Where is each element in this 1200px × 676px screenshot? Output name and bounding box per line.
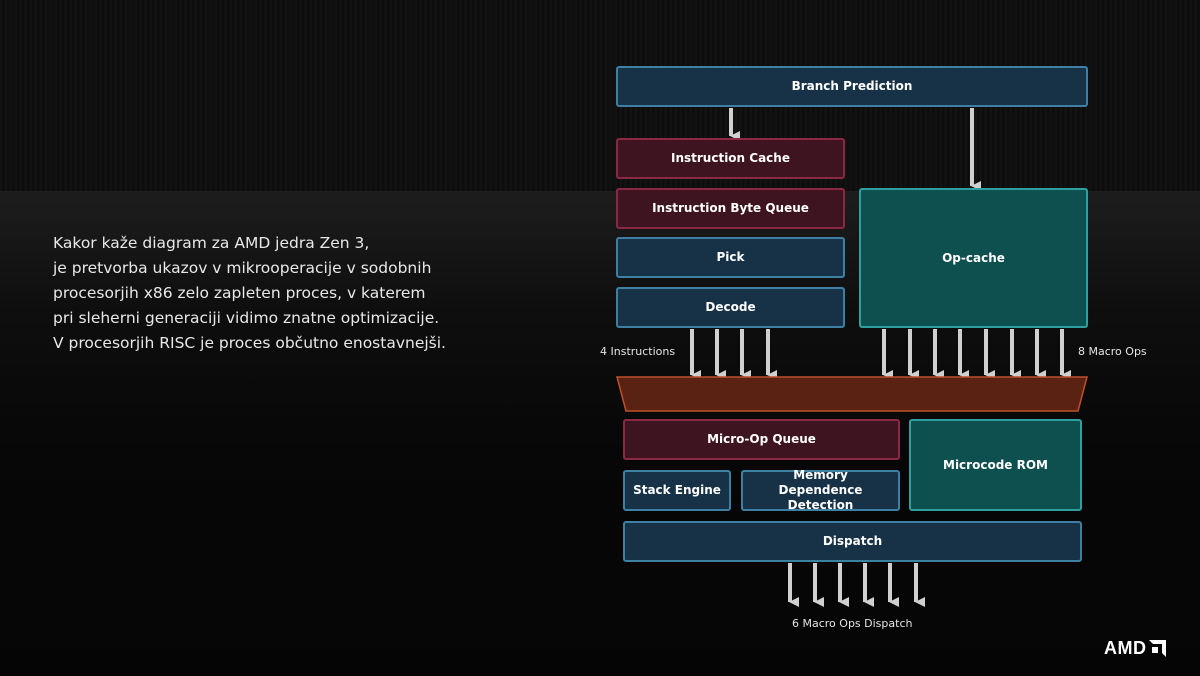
decode-box: Decode: [616, 287, 845, 328]
branch-prediction-label: Branch Prediction: [791, 79, 913, 93]
macro-op-mux-shape: [616, 376, 1088, 412]
memory-dependence-detection-label: Memory Dependence Detection: [778, 468, 863, 512]
body-text-line: procesorjih x86 zelo zapleten proces, v …: [53, 284, 426, 302]
six-macro-ops-dispatch-label: 6 Macro Ops Dispatch: [792, 617, 913, 630]
instruction-cache-box: Instruction Cache: [616, 138, 845, 179]
instruction-cache-label: Instruction Cache: [671, 151, 790, 165]
decode-label: Decode: [705, 300, 756, 314]
eight-macro-ops-label: 8 Macro Ops: [1078, 345, 1147, 358]
op-cache-box: Op-cache: [859, 188, 1088, 328]
stack-engine-box: Stack Engine: [623, 470, 731, 511]
branch-prediction-box: Branch Prediction: [616, 66, 1088, 107]
instruction-byte-queue-box: Instruction Byte Queue: [616, 188, 845, 229]
micro-op-queue-label: Micro-Op Queue: [707, 432, 816, 446]
body-text-line: Kakor kaže diagram za AMD jedra Zen 3,: [53, 234, 370, 252]
pick-label: Pick: [716, 250, 745, 264]
body-text: Kakor kaže diagram za AMD jedra Zen 3, j…: [53, 231, 533, 356]
dispatch-label: Dispatch: [822, 534, 883, 548]
four-instructions-label: 4 Instructions: [600, 345, 676, 358]
microcode-rom-box: Microcode ROM: [909, 419, 1082, 511]
amd-logo-text: AMD: [1104, 638, 1147, 658]
body-text-line: V procesorjih RISC je proces občutno eno…: [53, 334, 446, 352]
microcode-rom-label: Microcode ROM: [943, 457, 1048, 472]
amd-logo: AMD: [1104, 638, 1166, 659]
body-text-line: je pretvorba ukazov v mikrooperacije v s…: [53, 259, 432, 277]
op-cache-label: Op-cache: [942, 250, 1005, 265]
dispatch-box: Dispatch: [623, 521, 1082, 562]
body-text-line: pri sleherni generaciji vidimo znatne op…: [53, 309, 440, 327]
pick-box: Pick: [616, 237, 845, 278]
amd-arrow-icon: [1148, 640, 1166, 657]
instruction-byte-queue-label: Instruction Byte Queue: [652, 201, 809, 215]
micro-op-queue-box: Micro-Op Queue: [623, 419, 900, 460]
stack-engine-label: Stack Engine: [633, 483, 721, 497]
memory-dependence-detection-box: Memory Dependence Detection: [741, 468, 900, 512]
arrow-group: [690, 108, 1071, 607]
